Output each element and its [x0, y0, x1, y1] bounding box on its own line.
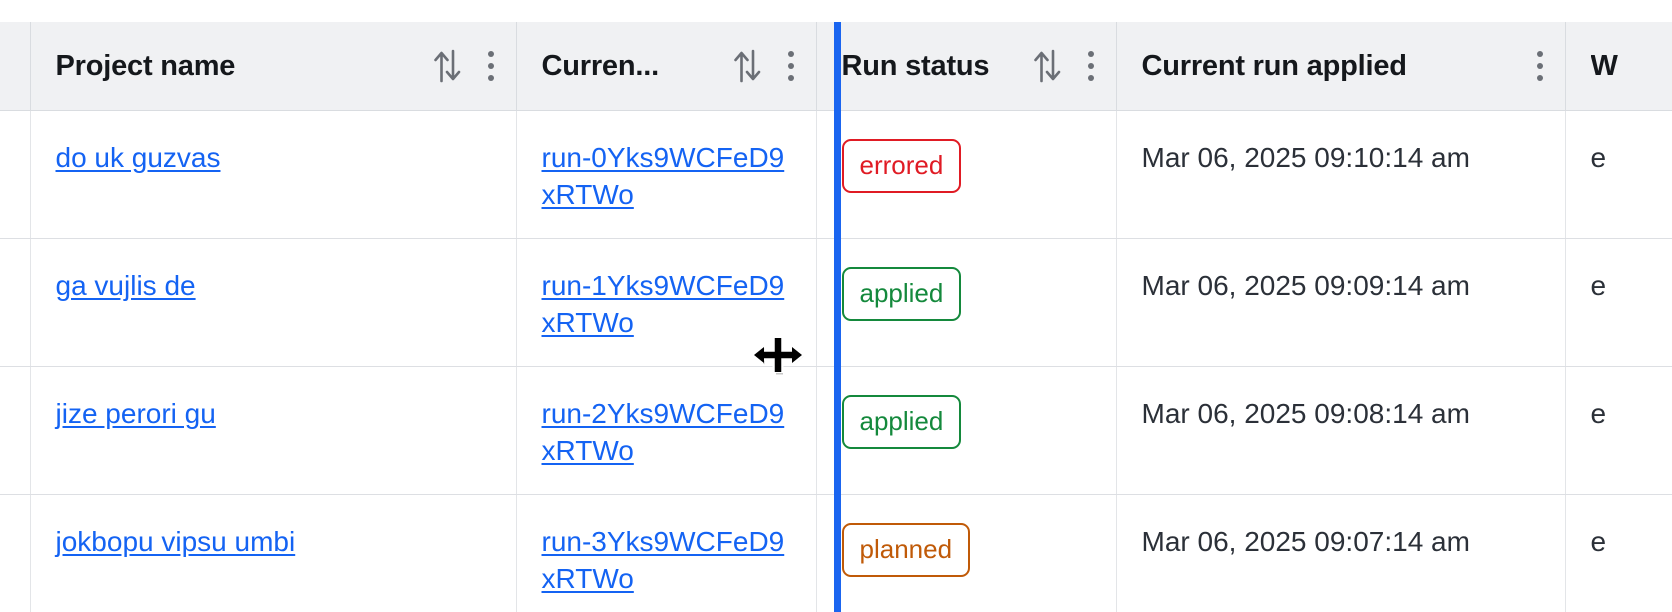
sort-icon[interactable]	[1032, 49, 1062, 83]
column-header-label-current-run: Curren...	[541, 49, 659, 82]
current-run-applied-value: Mar 06, 2025 09:07:14 am	[1141, 526, 1470, 557]
row-select-cell[interactable]	[0, 110, 31, 239]
table-header: Project name	[0, 22, 1672, 111]
row-select-cell[interactable]	[0, 366, 31, 495]
current-run-applied-value: Mar 06, 2025 09:08:14 am	[1141, 398, 1470, 429]
current-run-link[interactable]: run-3Yks9WCFeD9xRTWo	[541, 526, 785, 595]
cell-current-run: run-1Yks9WCFeD9xRTWo	[516, 238, 817, 367]
row-select-cell[interactable]	[0, 494, 31, 612]
cell-current-run-applied: Mar 06, 2025 09:07:14 am	[1116, 494, 1566, 612]
table-scroll-area[interactable]: Project name	[0, 22, 1672, 612]
sort-icon[interactable]	[732, 49, 762, 83]
project-name-link[interactable]: do uk guzvas	[55, 142, 221, 173]
column-header-label-run-status: Run status	[841, 49, 990, 82]
column-header-label-project-name: Project name	[55, 49, 236, 82]
status-badge: applied	[841, 267, 962, 321]
column-header-current-run-applied[interactable]: Current run applied	[1116, 22, 1566, 111]
sort-icon[interactable]	[432, 49, 462, 83]
cell-current-run-applied: Mar 06, 2025 09:08:14 am	[1116, 366, 1566, 495]
column-menu-icon[interactable]	[787, 51, 794, 81]
column-header-run-status[interactable]: Run status	[816, 22, 1117, 111]
cell-current-run-applied: Mar 06, 2025 09:10:14 am	[1116, 110, 1566, 239]
table-row[interactable]: jokbopu vipsu umbi run-3Yks9WCFeD9xRTWo …	[0, 494, 1672, 612]
cell-run-status: applied	[816, 366, 1117, 495]
current-run-applied-value: Mar 06, 2025 09:09:14 am	[1141, 270, 1470, 301]
column-menu-icon[interactable]	[1536, 51, 1543, 81]
current-run-link[interactable]: run-1Yks9WCFeD9xRTWo	[541, 270, 785, 339]
cell-current-run: run-0Yks9WCFeD9xRTWo	[516, 110, 817, 239]
current-run-link[interactable]: run-2Yks9WCFeD9xRTWo	[541, 398, 785, 467]
status-badge: applied	[841, 395, 962, 449]
column-menu-icon[interactable]	[487, 51, 494, 81]
column-header-current-run[interactable]: Curren...	[516, 22, 817, 111]
cell-current-run-applied: Mar 06, 2025 09:09:14 am	[1116, 238, 1566, 367]
project-name-link[interactable]: ga vujlis de	[55, 270, 196, 301]
clipped-value: e	[1590, 526, 1607, 557]
column-menu-icon[interactable]	[1087, 51, 1094, 81]
clipped-value: e	[1590, 142, 1607, 173]
projects-table: Project name	[0, 22, 1672, 612]
cell-current-run: run-3Yks9WCFeD9xRTWo	[516, 494, 817, 612]
cell-clipped: e	[1565, 494, 1672, 612]
current-run-applied-value: Mar 06, 2025 09:10:14 am	[1141, 142, 1470, 173]
column-header-select[interactable]	[0, 22, 31, 111]
cell-project-name: do uk guzvas	[30, 110, 517, 239]
cell-run-status: planned	[816, 494, 1117, 612]
table-row[interactable]: do uk guzvas run-0Yks9WCFeD9xRTWo errore…	[0, 110, 1672, 239]
cell-clipped: e	[1565, 238, 1672, 367]
cell-project-name: ga vujlis de	[30, 238, 517, 367]
clipped-value: e	[1590, 270, 1607, 301]
clipped-value: e	[1590, 398, 1607, 429]
cell-run-status: applied	[816, 238, 1117, 367]
column-header-label-clipped: W	[1590, 49, 1618, 82]
column-header-project-name[interactable]: Project name	[30, 22, 517, 111]
status-badge: errored	[841, 139, 962, 193]
table-row[interactable]: ga vujlis de run-1Yks9WCFeD9xRTWo applie…	[0, 238, 1672, 367]
table-body: do uk guzvas run-0Yks9WCFeD9xRTWo errore…	[0, 110, 1672, 612]
top-gutter	[0, 0, 1672, 22]
current-run-link[interactable]: run-0Yks9WCFeD9xRTWo	[541, 142, 785, 211]
project-name-link[interactable]: jize perori gu	[55, 398, 216, 429]
cell-run-status: errored	[816, 110, 1117, 239]
header-row: Project name	[0, 22, 1672, 111]
column-header-label-current-run-applied: Current run applied	[1141, 49, 1407, 82]
cell-clipped: e	[1565, 366, 1672, 495]
cell-current-run: run-2Yks9WCFeD9xRTWo	[516, 366, 817, 495]
cell-project-name: jize perori gu	[30, 366, 517, 495]
column-header-clipped[interactable]: W	[1565, 22, 1672, 111]
project-name-link[interactable]: jokbopu vipsu umbi	[55, 526, 296, 557]
status-badge: planned	[841, 523, 971, 577]
cell-project-name: jokbopu vipsu umbi	[30, 494, 517, 612]
table-row[interactable]: jize perori gu run-2Yks9WCFeD9xRTWo appl…	[0, 366, 1672, 495]
row-select-cell[interactable]	[0, 238, 31, 367]
cell-clipped: e	[1565, 110, 1672, 239]
